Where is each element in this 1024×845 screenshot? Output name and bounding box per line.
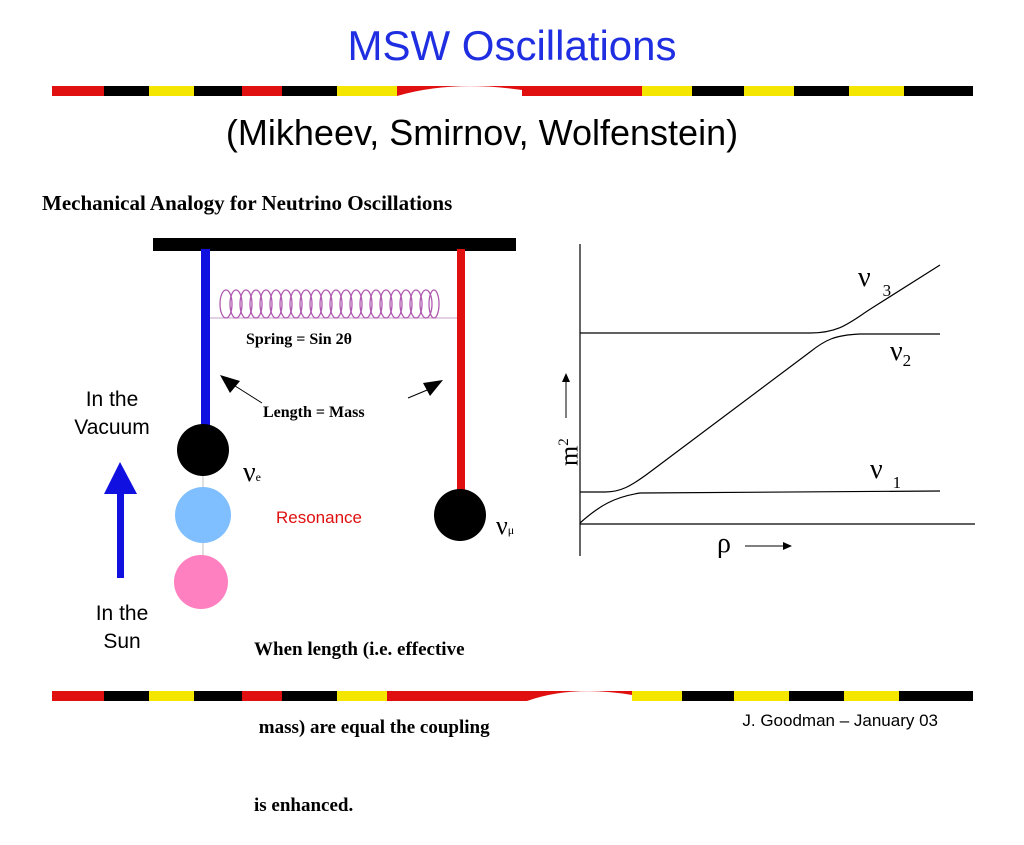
nu-e-label: νe (243, 458, 261, 492)
slide-footer: J. Goodman – January 03 (742, 711, 938, 730)
level-crossing-plot (562, 244, 975, 556)
spring-label: Spring = Sin 2θ (246, 331, 352, 348)
nu2-symbol: ν (890, 336, 903, 367)
nu1-symbol: ν (870, 454, 883, 485)
resonance-label: Resonance (276, 508, 363, 527)
nu2-curve (580, 333, 940, 493)
caption-line-2: mass) are equal the coupling (254, 717, 490, 738)
sun-label: In the Sun (62, 600, 182, 656)
nu-mu-ball (434, 489, 486, 541)
nu-mu-subscript: μ (507, 523, 515, 537)
coupling-spring (210, 289, 457, 319)
length-pointer-right (407, 380, 443, 399)
top-stripe-graphic (52, 86, 973, 96)
rho-axis-label: ρ (717, 528, 731, 559)
slide-title: MSW Oscillations (347, 22, 677, 69)
vacuum-label-line1: In the (85, 388, 139, 411)
bottom-stripe-graphic (52, 691, 973, 701)
caption-line-3: is enhanced. (254, 795, 354, 816)
caption-line-1: When length (i.e. effective (254, 639, 465, 660)
sun-label-line1: In the (95, 602, 149, 625)
nu2-label: ν2 (890, 336, 912, 371)
nu-e-symbol: ν (243, 457, 256, 488)
pink-ball (174, 555, 228, 609)
bottom-color-stripe (52, 691, 973, 701)
pendulum-diagram (104, 238, 516, 609)
nu1-index: 1 (892, 473, 902, 492)
vacuum-direction-arrow (104, 462, 137, 578)
vacuum-label-line2: Vacuum (74, 416, 150, 439)
nu-e-ball (177, 424, 229, 476)
m2-axis-label: m2 (551, 426, 591, 466)
sun-label-line2: Sun (103, 630, 141, 653)
length-pointer-left (220, 375, 263, 404)
length-label: Length = Mass (263, 404, 365, 421)
m2-axis-exponent: 2 (556, 438, 572, 446)
m2-axis-symbol: m (554, 445, 584, 466)
light-blue-ball (175, 487, 231, 543)
nu1-curve (579, 490, 941, 524)
nu-mu-label: νμ (496, 512, 514, 544)
nu-e-subscript: e (255, 470, 261, 484)
analogy-title: Mechanical Analogy for Neutrino Oscillat… (42, 191, 453, 215)
nu3-index: 3 (882, 281, 892, 300)
nu-mu-symbol: ν (496, 511, 508, 540)
support-bar (153, 238, 516, 251)
rho-axis-arrow (745, 542, 792, 550)
nu3-symbol: ν (858, 262, 871, 293)
top-color-stripe (52, 86, 973, 96)
vacuum-label: In the Vacuum (52, 386, 172, 442)
nu2-index: 2 (902, 351, 912, 370)
left-pendulum-string (201, 249, 210, 429)
m2-axis-arrow (562, 373, 570, 418)
nu3-curve (580, 264, 941, 334)
slide-subtitle: (Mikheev, Smirnov, Wolfenstein) (225, 112, 739, 153)
right-pendulum-string (457, 249, 465, 494)
